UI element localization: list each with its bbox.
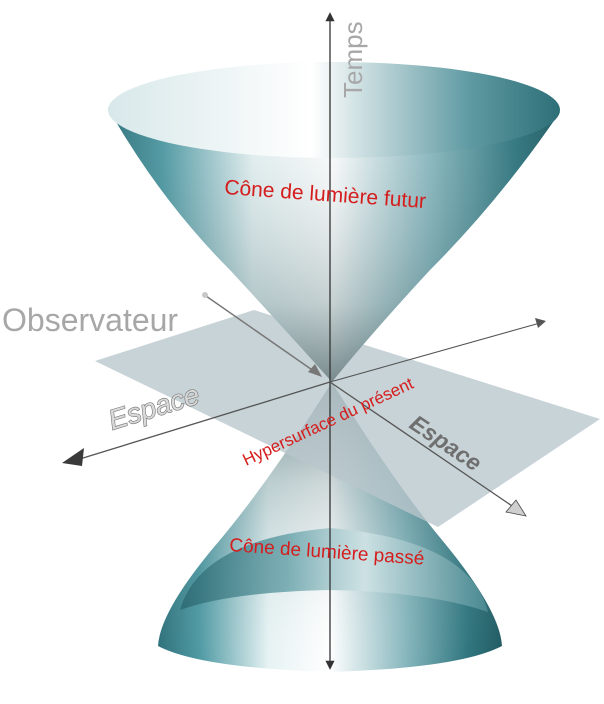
future-cone-opening [108,62,560,158]
space-axis-right-far [329,322,541,383]
observer-label: Observateur [2,302,178,338]
space-axis-diagonal [329,381,519,511]
space-axis-right-far-arrowhead [535,318,546,328]
present-hypersurface-plane [95,310,600,527]
space-axis-diagonal-arrowhead [505,499,527,517]
space-axis-left-arrowhead [62,448,84,466]
space-axis-left [69,381,331,463]
observer-pointer [202,292,322,377]
time-axis-label: Temps [338,21,368,98]
